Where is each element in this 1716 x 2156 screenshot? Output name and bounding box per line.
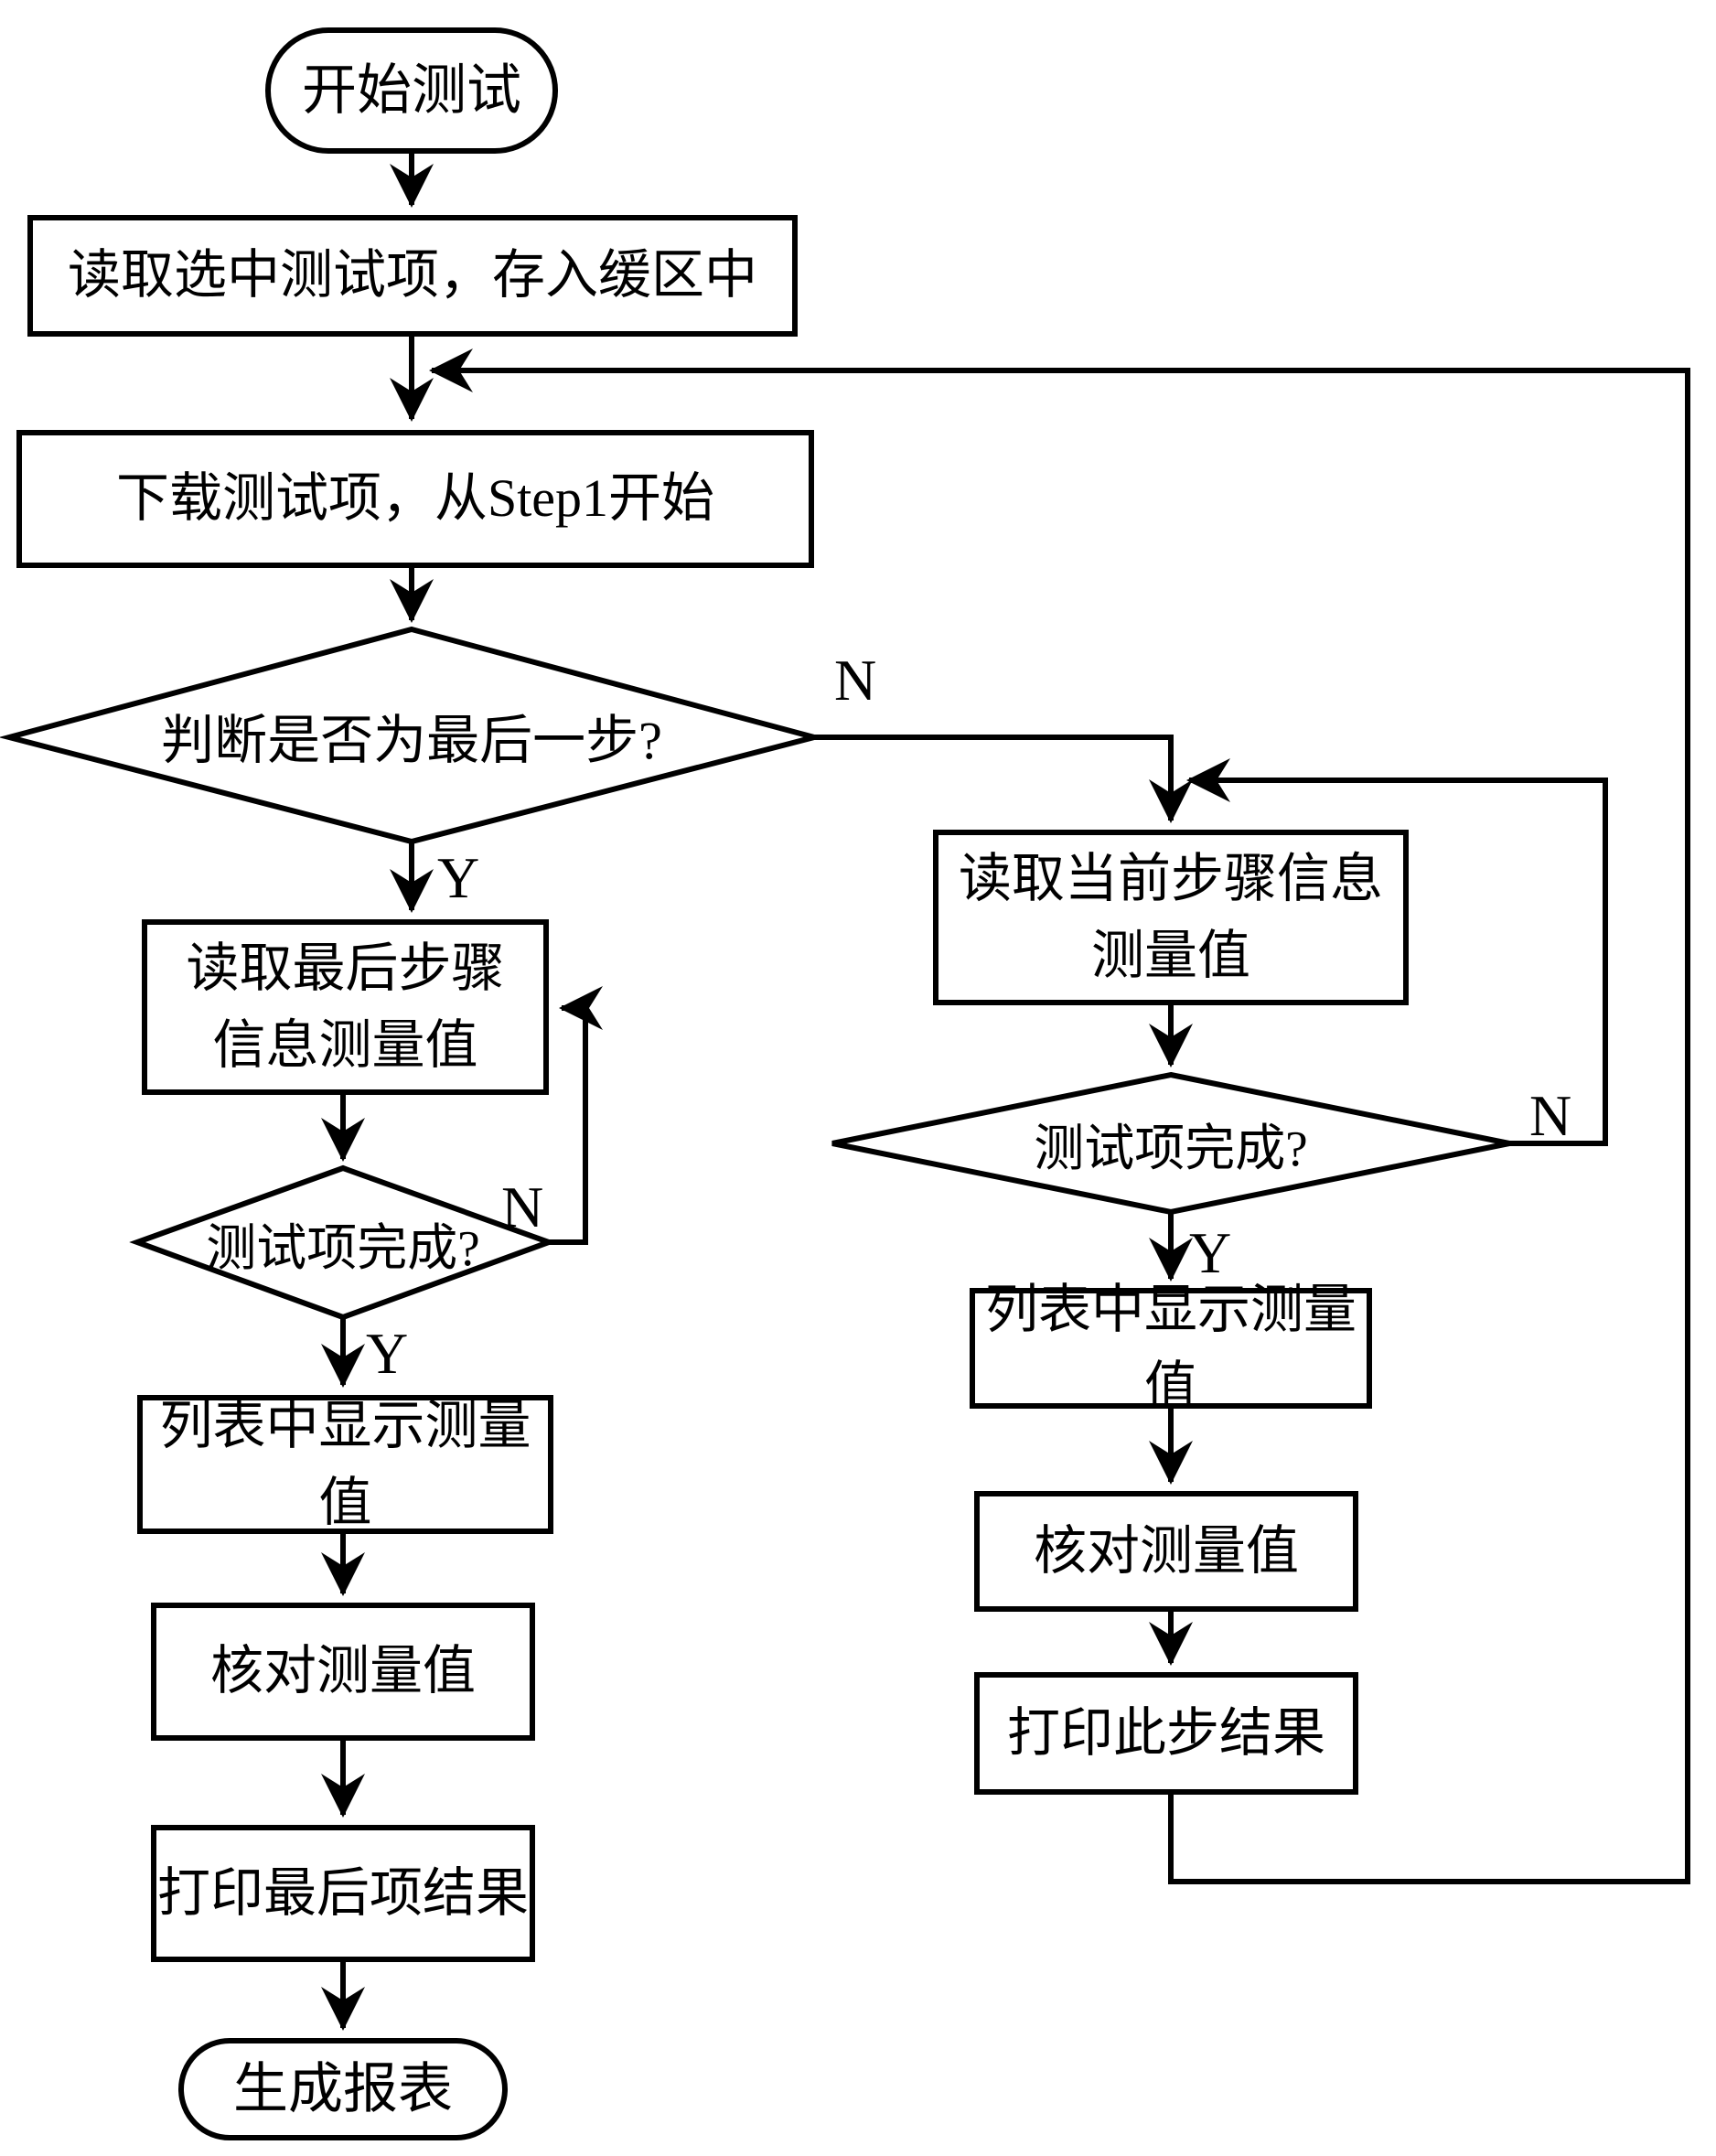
print-step-result-process: 打印此步结果 — [974, 1672, 1358, 1795]
label-n-test-done-left: N — [501, 1175, 544, 1239]
list-show-left-process: 列表中显示测量值 — [137, 1395, 553, 1534]
read-selected-process: 读取选中测试项，存入缓区中 — [27, 215, 798, 337]
print-last-result-process: 打印最后项结果 — [151, 1825, 535, 1962]
read-last-step-process: 读取最后步骤 信息测量值 — [142, 919, 549, 1095]
test-done-right-decision: 测试项完成? — [1034, 1121, 1308, 1176]
edge-bigloop-return — [429, 349, 1690, 1884]
download-process: 下载测试项，从Step1开始 — [16, 430, 814, 568]
label-y-last-step: Y — [437, 845, 480, 910]
edge-testdoneleft-n-loop — [549, 986, 603, 1245]
list-show-right-process: 列表中显示测量值 — [970, 1280, 1372, 1416]
start-terminal: 开始测试 — [265, 27, 558, 154]
read-current-step-process: 读取当前步骤信息 测量值 — [933, 830, 1409, 1005]
report-terminal: 生成报表 — [178, 2038, 508, 2140]
label-y-test-done-left: Y — [366, 1321, 409, 1386]
verify-right-process: 核对测量值 — [974, 1491, 1358, 1612]
edge-islast-readcurrent — [814, 735, 1193, 823]
edge-testdoneright-n-loop — [1186, 758, 1608, 1146]
label-y-test-done-right: Y — [1189, 1220, 1232, 1285]
is-last-step-decision: 判断是否为最后一步? — [161, 711, 662, 770]
test-done-left-decision: 测试项完成? — [206, 1219, 480, 1276]
label-n-test-done-right: N — [1529, 1083, 1572, 1148]
label-n-last-step: N — [834, 648, 877, 713]
verify-left-process: 核对测量值 — [151, 1603, 535, 1741]
